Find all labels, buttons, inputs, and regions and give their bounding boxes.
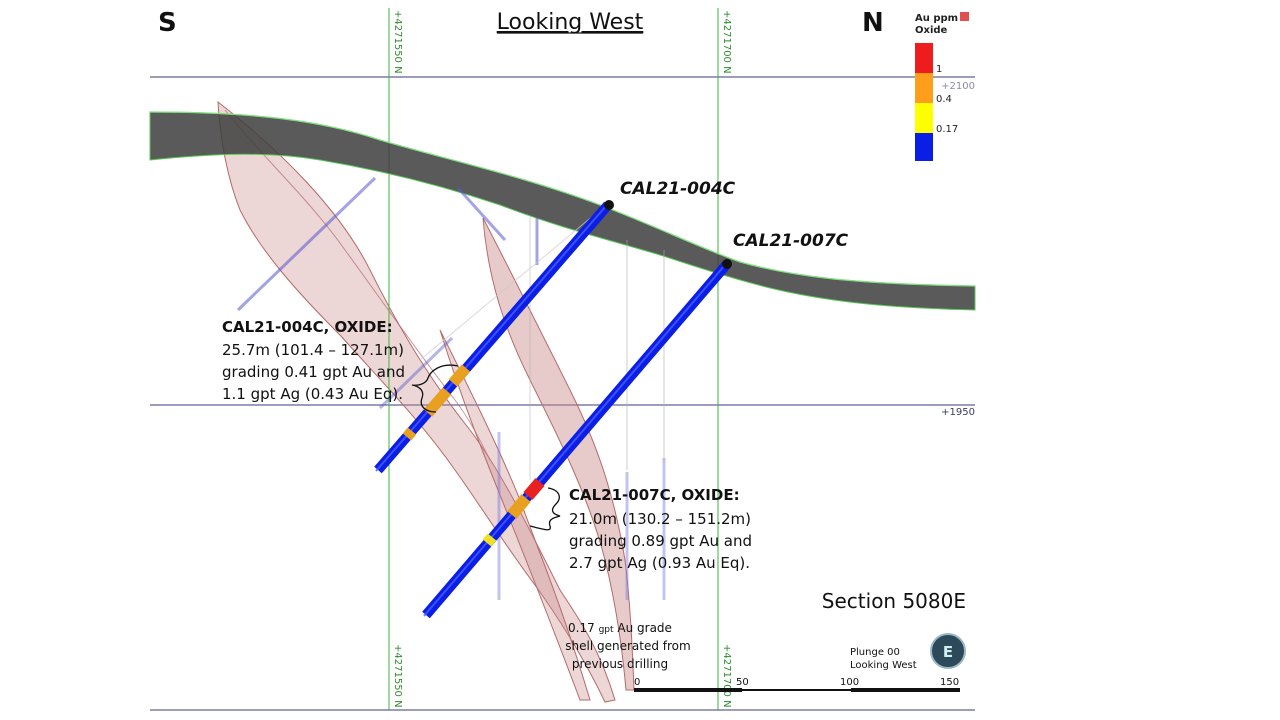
northing-label-1-bottom: +4271550 N [392, 644, 403, 708]
legend-swatch-orange [915, 73, 933, 103]
annotation-007c-line2: grading 0.89 gpt Au and [569, 532, 752, 550]
legend-tick-3: 0.17 [936, 124, 958, 135]
annotation-004c-line3: 1.1 gpt Ag (0.43 Au Eq). [222, 385, 403, 403]
grade-shell-left-inner [224, 109, 491, 461]
northing-label-2-bottom: +4271700 N [721, 644, 732, 708]
scale-bar-seg-2 [742, 689, 851, 691]
scale-tick-50: 50 [736, 677, 749, 688]
scale-tick-0: 0 [634, 677, 640, 688]
shell-note-line3: previous drilling [572, 657, 668, 671]
legend-subtitle: Oxide [915, 25, 948, 36]
old-drill-trace [456, 186, 507, 242]
compass-icon [930, 633, 966, 669]
legend-tick-2: 0.4 [936, 94, 952, 105]
scale-tick-100: 100 [840, 677, 859, 688]
elevation-label-upper: +2100 [941, 81, 975, 92]
shell-note-rest: Au grade [617, 621, 672, 635]
direction-south: S [158, 8, 177, 38]
legend-tick-1: 1 [936, 64, 942, 75]
legend-swatch-yellow [915, 103, 933, 133]
legend-swatch-red [915, 43, 933, 73]
hole-label-004c: CAL21-004C [620, 179, 736, 199]
annotation-004c-heading: CAL21-004C, OXIDE: [222, 318, 393, 336]
scale-tick-150: 150 [940, 677, 959, 688]
view-title: Looking West [497, 10, 644, 35]
legend-title: Au ppm [915, 13, 958, 24]
shell-note-value: 0.17 [568, 621, 595, 635]
hole-label-007c: CAL21-007C [733, 231, 849, 251]
scale-bar-seg-3 [851, 688, 960, 692]
grade-shell-left [217, 100, 616, 703]
collar-007c [722, 259, 732, 269]
oxide-interval-004c-2 [423, 387, 452, 417]
looking-label: Looking West [850, 660, 917, 671]
annotation-004c-line2: grading 0.41 gpt Au and [222, 363, 405, 381]
oxide-interval-007c-2 [507, 494, 531, 519]
oxide-interval-004c-3 [402, 427, 417, 441]
annotation-007c-line1: 21.0m (130.2 – 151.2m) [569, 510, 751, 528]
old-drill-trace [419, 204, 607, 361]
legend-swatch-blue [915, 133, 933, 161]
oxide-interval-007c-1 [523, 478, 545, 500]
compass-letter: E [943, 643, 953, 661]
brace-004c [411, 364, 459, 413]
direction-north: N [862, 8, 884, 38]
annotation-007c-line3: 2.7 gpt Ag (0.93 Au Eq). [569, 554, 750, 572]
shell-note-unit: gpt [599, 625, 614, 635]
surface-trace [149, 111, 976, 287]
oxide-interval-004c-1 [448, 364, 471, 387]
northing-label-1-top: +4271550 N [392, 10, 403, 74]
brace-007c [529, 487, 561, 531]
oxide-interval-007c-3 [482, 533, 497, 547]
elevation-label-lower: +1950 [941, 407, 975, 418]
scale-bar-seg-1 [634, 688, 742, 692]
section-label: Section 5080E [822, 589, 966, 613]
old-drill-trace [236, 176, 377, 312]
northing-label-2-top: +4271700 N [721, 10, 732, 74]
legend-close-icon[interactable] [960, 12, 969, 21]
shell-note-line2: shell generated from [565, 639, 690, 653]
plunge-label: Plunge 00 [850, 647, 900, 658]
old-drill-trace [378, 336, 454, 410]
annotation-007c-heading: CAL21-007C, OXIDE: [569, 486, 740, 504]
shell-note-line1: 0.17 gpt Au grade [568, 621, 672, 635]
drill-hole-007c-highlight [423, 264, 726, 617]
drill-hole-004c-highlight [375, 205, 607, 472]
annotation-004c-line1: 25.7m (101.4 – 127.1m) [222, 341, 404, 359]
collar-004c [604, 200, 614, 210]
